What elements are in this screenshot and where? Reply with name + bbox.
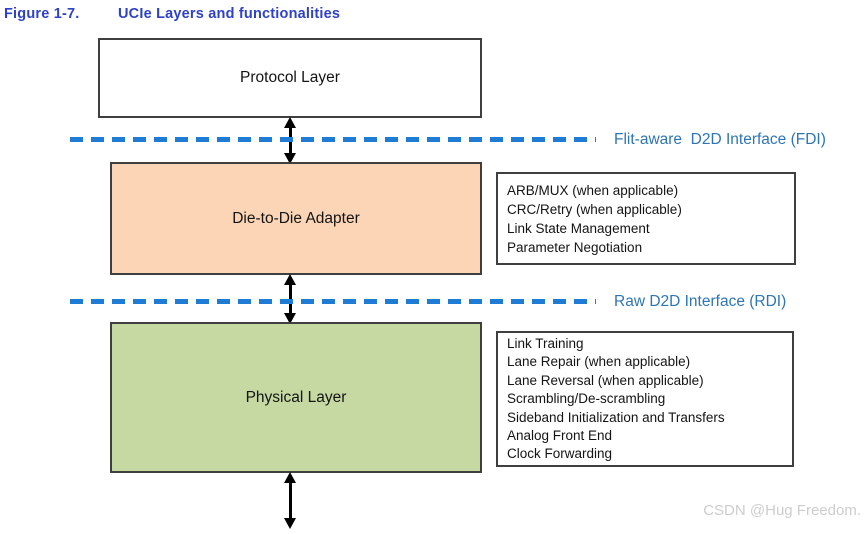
arrow-up-head	[284, 274, 296, 285]
figure-title-text: UCIe Layers and functionalities	[118, 6, 341, 22]
functionality-item: Lane Repair (when applicable)	[507, 354, 691, 370]
functionality-item: Sideband Initialization and Transfers	[507, 409, 725, 425]
protocol-layer-label: Protocol Layer	[240, 69, 340, 86]
functionality-item: Lane Reversal (when applicable)	[507, 372, 704, 388]
die-to-die-adapter-box: Die-to-Die Adapter	[110, 162, 482, 275]
functionality-item: Scrambling/De-scrambling	[507, 391, 666, 407]
physical-layer-label: Physical Layer	[245, 388, 347, 406]
die-to-die-adapter-label: Die-to-Die Adapter	[232, 209, 360, 227]
arrow-shaft	[288, 483, 292, 518]
fdi-dashed-line	[70, 137, 596, 142]
rdi-interface-label: Raw D2D Interface (RDI)	[614, 293, 787, 310]
arrow-up-head	[284, 117, 296, 128]
functionality-item: CRC/Retry (when applicable)	[507, 202, 682, 217]
arrow-down-head	[284, 153, 296, 164]
functionality-item: Clock Forwarding	[507, 446, 613, 462]
rdi-dashed-line	[70, 299, 596, 304]
arrow-up-head	[284, 472, 296, 483]
protocol-layer-box: Protocol Layer	[98, 38, 482, 118]
physical-layer-box: Physical Layer	[110, 322, 482, 473]
arrow-down-head	[284, 518, 296, 529]
figure-number-label: Figure 1-7.	[4, 6, 80, 22]
arrow-down-head	[284, 313, 296, 324]
bidirectional-arrow-physical-external	[282, 472, 298, 529]
watermark: CSDN @Hug Freedom.	[703, 502, 861, 519]
adapter-functions-box: ARB/MUX (when applicable) CRC/Retry (when…	[496, 172, 796, 265]
functionality-item: Parameter Negotiation	[507, 240, 643, 255]
functionality-item: Link State Management	[507, 221, 650, 236]
functionality-item: Analog Front End	[507, 428, 613, 444]
functionality-item: ARB/MUX (when applicable)	[507, 183, 679, 198]
fdi-interface-label: Flit-aware D2D Interface (FDI)	[614, 131, 826, 148]
functionality-item: Link Training	[507, 336, 584, 351]
figure-caption: Figure 1-7. UCIe Layers and functionalit…	[4, 6, 340, 22]
